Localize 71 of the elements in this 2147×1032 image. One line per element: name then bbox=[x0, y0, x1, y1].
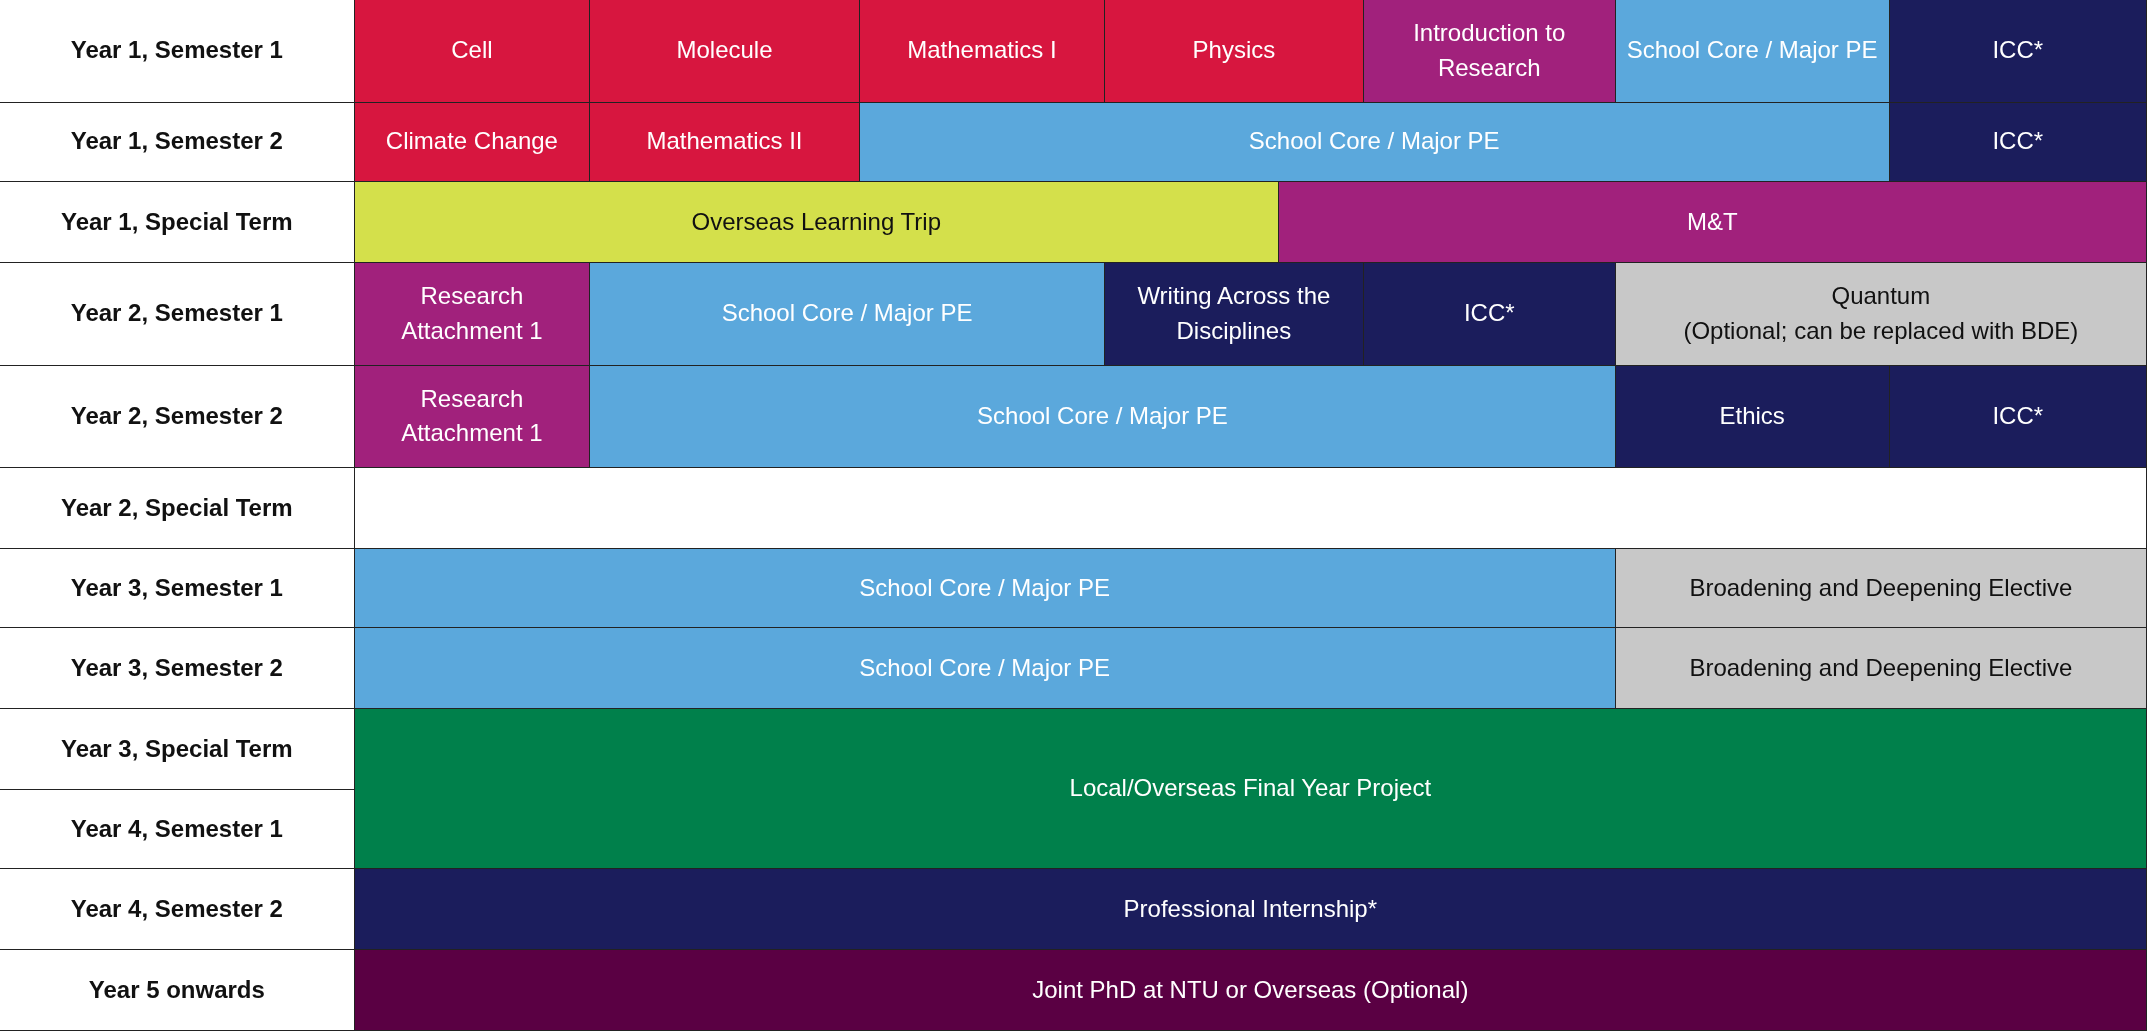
term-label: Year 4, Semester 1 bbox=[70, 813, 283, 844]
course-name: Local/Overseas Final Year Project bbox=[1069, 773, 1432, 804]
course-block bbox=[1614, 0, 1890, 103]
course-name: Broadening and Deepening Elective bbox=[1689, 572, 2073, 603]
course-name: School Core / Major PE bbox=[859, 572, 1111, 603]
course-name: ICC* bbox=[1992, 126, 2044, 157]
course-name: ICC* bbox=[1463, 298, 1515, 329]
course-name: M&T bbox=[1687, 206, 1738, 237]
course-block bbox=[1362, 0, 1616, 103]
course-block bbox=[1888, 101, 2147, 183]
course-block bbox=[353, 261, 591, 366]
course-name: Ethics bbox=[1719, 401, 1785, 431]
course-name: Research Attachment 1 bbox=[400, 280, 544, 346]
term-label: Year 1, Semester 2 bbox=[70, 126, 283, 157]
course-block bbox=[1277, 181, 2147, 263]
course-name: Professional Internship* bbox=[1123, 893, 1378, 924]
course-name: (Optional; can be replaced with BDE) bbox=[1683, 315, 2079, 346]
course-block bbox=[353, 949, 2147, 1032]
course-name: Mathematics I bbox=[907, 35, 1057, 66]
term-label: Year 1, Special Term bbox=[60, 206, 293, 237]
course-block bbox=[1104, 0, 1364, 103]
course-block bbox=[589, 261, 1105, 366]
course-name: Broadening and Deepening Elective bbox=[1689, 652, 2073, 683]
course-name: School Core / Major PE bbox=[1626, 35, 1878, 66]
course-name: Physics bbox=[1192, 35, 1276, 66]
term-label: Year 1, Semester 1 bbox=[70, 35, 283, 66]
course-block bbox=[589, 0, 860, 103]
course-block bbox=[353, 627, 1616, 710]
course-name: Research Attachment 1 bbox=[400, 383, 544, 449]
course-block bbox=[353, 101, 591, 183]
course-name: School Core / Major PE bbox=[859, 652, 1111, 683]
course-block bbox=[1614, 261, 2147, 366]
term-label: Year 2, Semester 1 bbox=[70, 298, 283, 329]
course-name: School Core / Major PE bbox=[721, 298, 973, 329]
course-name: Mathematics II bbox=[646, 126, 803, 157]
course-block bbox=[353, 548, 1616, 629]
course-block bbox=[1888, 0, 2147, 103]
course-block bbox=[353, 868, 2147, 951]
course-block bbox=[858, 101, 1890, 183]
term-label: Year 4, Semester 2 bbox=[70, 893, 283, 924]
term-label: Year 5 onwards bbox=[88, 974, 265, 1005]
course-block bbox=[1614, 364, 1890, 469]
course-block bbox=[353, 0, 591, 103]
term-label: Year 2, Semester 2 bbox=[70, 401, 283, 431]
course-block bbox=[353, 181, 1279, 263]
course-block bbox=[353, 708, 2147, 870]
course-name: Introduction to Research bbox=[1412, 18, 1567, 83]
course-name: Climate Change bbox=[385, 126, 558, 157]
term-label: Year 2, Special Term bbox=[60, 492, 293, 523]
course-block bbox=[1362, 261, 1616, 366]
course-name: Molecule bbox=[676, 35, 773, 66]
course-name: Overseas Learning Trip bbox=[691, 206, 941, 237]
course-name: Quantum bbox=[1831, 280, 1931, 311]
course-name: Cell bbox=[451, 35, 493, 66]
course-name: School Core / Major PE bbox=[1248, 126, 1500, 157]
course-block bbox=[353, 364, 591, 469]
course-name: Joint PhD at NTU or Overseas (Optional) bbox=[1032, 974, 1469, 1005]
course-block bbox=[1888, 364, 2147, 469]
course-block bbox=[858, 0, 1105, 103]
course-name: ICC* bbox=[1992, 401, 2044, 431]
course-name: Writing Across the Disciplines bbox=[1136, 280, 1332, 346]
course-block bbox=[1614, 548, 2147, 629]
term-label: Year 3, Semester 2 bbox=[70, 652, 283, 683]
course-block bbox=[1104, 261, 1364, 366]
term-label: Year 3, Special Term bbox=[60, 733, 293, 764]
course-block bbox=[589, 364, 1616, 469]
term-label: Year 3, Semester 1 bbox=[70, 572, 283, 603]
course-block bbox=[1614, 627, 2147, 710]
course-name: School Core / Major PE bbox=[977, 401, 1228, 431]
course-name: ICC* bbox=[1992, 35, 2044, 66]
course-block bbox=[589, 101, 860, 183]
